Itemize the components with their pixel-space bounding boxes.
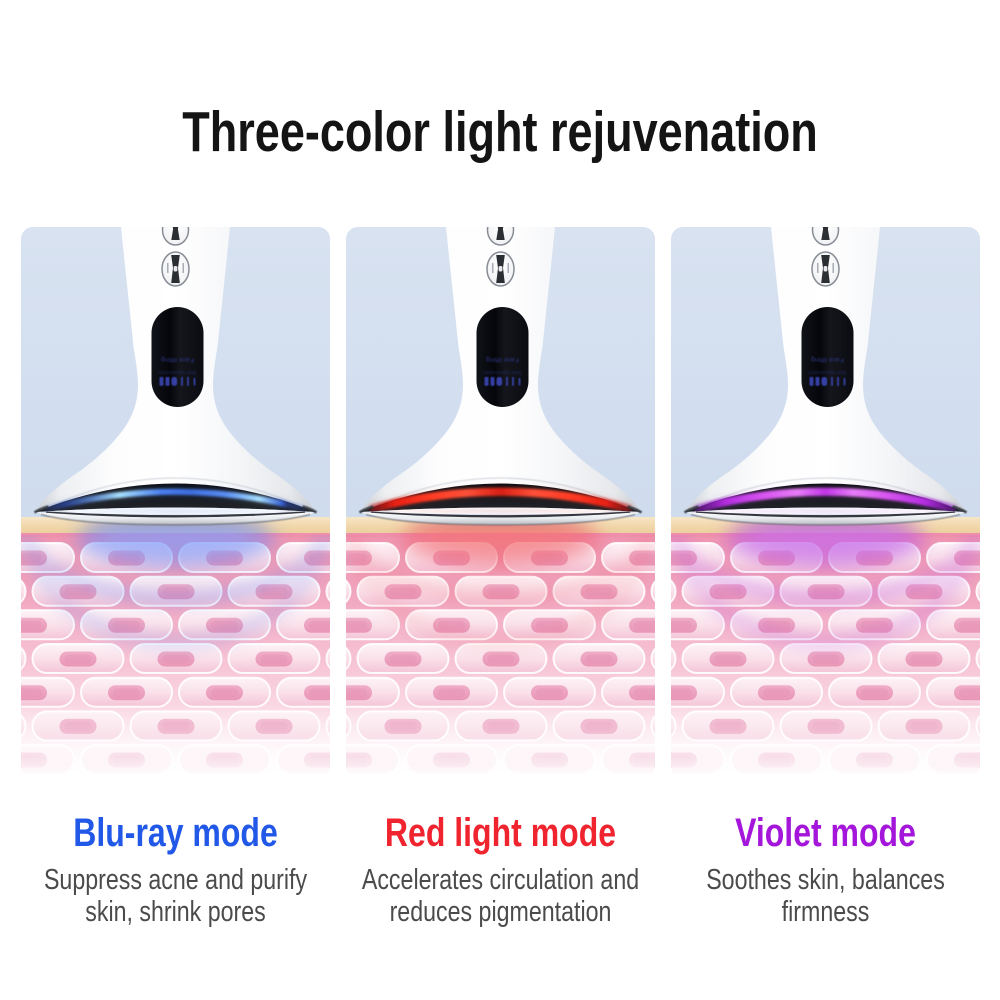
svg-text:Face lifting: Face lifting bbox=[485, 356, 518, 363]
svg-text:Face lifting: Face lifting bbox=[810, 356, 843, 363]
svg-text:Skin rejuvenation: Skin rejuvenation bbox=[158, 369, 197, 375]
svg-text:Skin rejuvenation: Skin rejuvenation bbox=[483, 369, 522, 375]
svg-text:Face lifting: Face lifting bbox=[160, 356, 193, 363]
svg-text:Skin rejuvenation: Skin rejuvenation bbox=[808, 369, 847, 375]
